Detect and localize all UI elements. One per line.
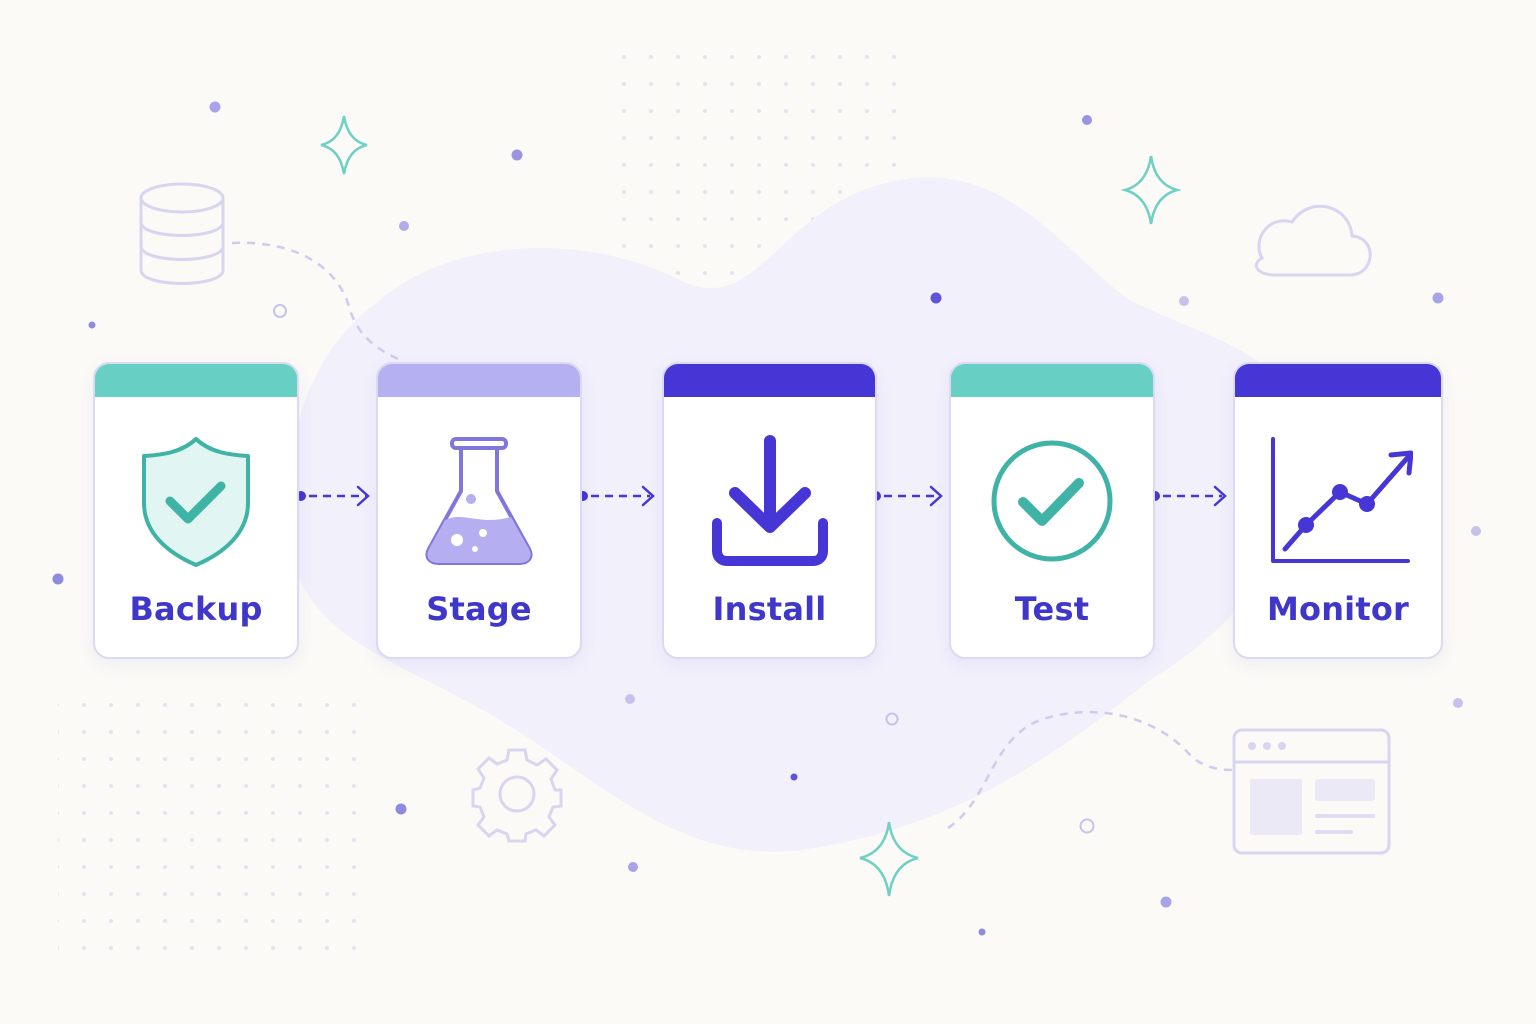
- cloud-icon: [1254, 204, 1372, 277]
- step-label: Monitor: [1266, 590, 1410, 628]
- dot-grid-bottom-left: [58, 695, 358, 950]
- check-circle-icon: [951, 426, 1153, 576]
- flask-icon: [378, 426, 580, 576]
- dashed-connector-browser: [947, 710, 1233, 830]
- step-card-backup: Backup: [93, 362, 299, 659]
- line-chart-icon: [1235, 426, 1441, 576]
- download-icon: [664, 426, 875, 576]
- step-label: Test: [1014, 590, 1090, 628]
- step-card-install: Install: [662, 362, 877, 659]
- card-header-bar: [664, 364, 875, 397]
- browser-window-icon: [1232, 728, 1391, 855]
- dashed-connector-database: [231, 241, 401, 362]
- step-card-stage: Stage: [376, 362, 582, 659]
- database-icon: [139, 182, 225, 285]
- card-header-bar: [95, 364, 297, 397]
- scattered-dots: [52, 101, 1481, 936]
- card-header-bar: [1235, 364, 1441, 397]
- sparkle-icon: [320, 115, 1182, 897]
- step-label: Install: [712, 590, 827, 628]
- step-label: Stage: [426, 590, 532, 628]
- shield-check-icon: [95, 426, 297, 576]
- gear-icon: [471, 748, 563, 843]
- card-header-bar: [951, 364, 1153, 397]
- step-card-test: Test: [949, 362, 1155, 659]
- card-header-bar: [378, 364, 580, 397]
- step-label: Backup: [129, 590, 263, 628]
- step-card-monitor: Monitor: [1233, 362, 1443, 659]
